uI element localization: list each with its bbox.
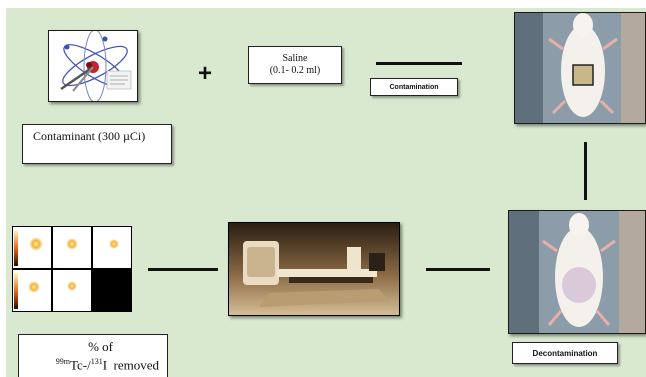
- result-line-2: 99mTc-/131I removed: [56, 354, 159, 372]
- i-mass-number: 131: [90, 357, 103, 367]
- arrow-down-line: [584, 142, 587, 200]
- top-border: [0, 0, 646, 8]
- i-symbol: I removed: [102, 357, 159, 373]
- result-box: % of 99mTc-/131I removed: [18, 334, 168, 377]
- gamma-camera-icon: [229, 223, 399, 315]
- result-line-1: % of: [88, 339, 113, 355]
- contaminant-image: [48, 29, 138, 103]
- scan-grid: [12, 226, 132, 312]
- scintigraphy-scan-grid-icon: [12, 226, 132, 312]
- left-border: [0, 0, 6, 377]
- radioactive-atom-icon: [49, 29, 137, 103]
- rat-decontaminated-icon: [509, 211, 645, 333]
- saline-title: Saline: [282, 53, 308, 64]
- result-line: [376, 62, 462, 65]
- rat-contaminated-photo: [514, 12, 646, 124]
- tc-mass-number: 99m: [55, 357, 70, 367]
- contaminant-label: Contaminant (300 µCi): [33, 129, 146, 143]
- arrow-left-line-1: [426, 268, 490, 271]
- rat-decontaminated-photo: [508, 210, 646, 334]
- tc-symbol: Tc-/: [69, 357, 91, 373]
- contamination-label: Contamination: [389, 83, 439, 91]
- plus-operator: +: [198, 60, 213, 87]
- arrow-left-line-2: [148, 268, 218, 271]
- decontamination-label: Decontamination: [532, 348, 598, 358]
- saline-volume: (0.1- 0.2 ml): [269, 65, 321, 76]
- saline-box: Saline (0.1- 0.2 ml): [248, 46, 342, 84]
- rat-contaminated-icon: [515, 13, 645, 123]
- contaminant-label-box: Contaminant (300 µCi): [22, 124, 172, 164]
- gamma-camera-photo: [228, 222, 400, 316]
- contamination-box: Contamination: [370, 78, 458, 96]
- decontamination-box: Decontamination: [512, 342, 618, 364]
